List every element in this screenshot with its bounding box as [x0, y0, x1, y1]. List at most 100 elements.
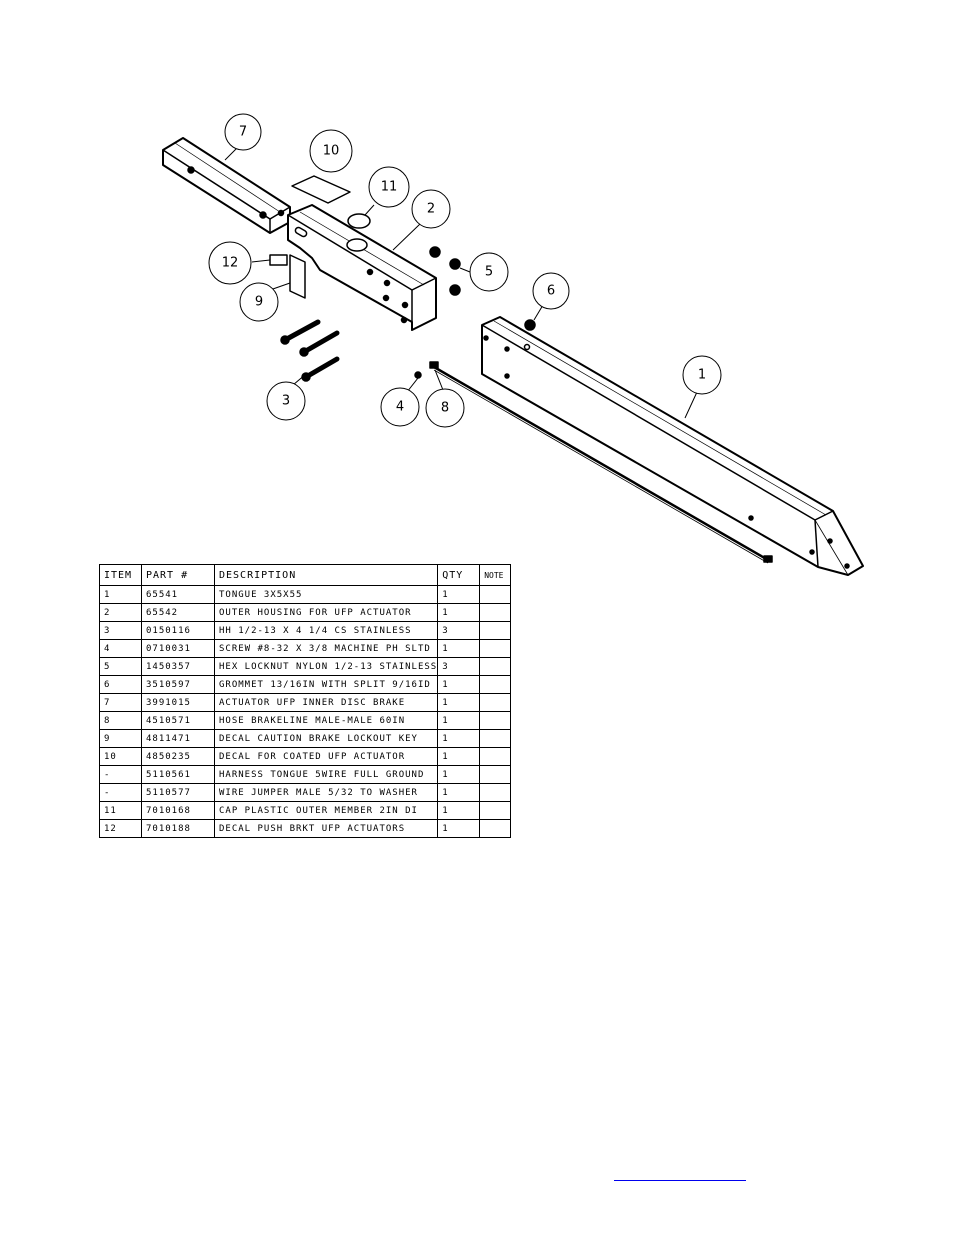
bom-cell-part: 0710031 — [141, 639, 215, 658]
part-7-actuator-inner — [162, 137, 291, 234]
bom-header-item: ITEM — [99, 564, 142, 586]
bom-cell-note — [479, 603, 512, 622]
part-3-bolts — [280, 319, 340, 382]
bom-cell-item: 1 — [99, 585, 142, 604]
bom-cell-part: 7010168 — [141, 801, 215, 820]
balloon-7-label: 7 — [239, 125, 247, 140]
part-4-screw — [414, 371, 422, 379]
bom-cell-qty: 1 — [437, 729, 481, 748]
bom-cell-qty: 1 — [437, 693, 481, 712]
balloon-10-label: 10 — [323, 144, 340, 159]
bom-cell-item: 6 — [99, 675, 142, 694]
bom-cell-item: - — [99, 783, 142, 802]
balloon-3-label: 3 — [282, 394, 290, 409]
balloon-7 — [224, 113, 262, 151]
bom-cell-qty: 1 — [437, 747, 481, 766]
bom-cell-qty: 1 — [437, 783, 481, 802]
bom-cell-note — [479, 819, 512, 838]
bom-cell-note — [479, 585, 512, 604]
bom-cell-note — [479, 657, 512, 676]
bom-cell-note — [479, 765, 512, 784]
bom-cell-note — [479, 801, 512, 820]
bom-cell-description: ACTUATOR UFP INNER DISC BRAKE — [213, 693, 439, 712]
balloon-9-label: 9 — [255, 295, 263, 310]
balloon-2 — [411, 189, 451, 229]
bom-cell-item: 3 — [99, 621, 142, 640]
balloon-9 — [239, 282, 279, 322]
balloon-3 — [266, 381, 306, 421]
bom-cell-note — [479, 639, 512, 658]
bom-cell-description: DECAL PUSH BRKT UFP ACTUATORS — [213, 819, 439, 838]
bom-cell-description: DECAL CAUTION BRAKE LOCKOUT KEY — [213, 729, 439, 748]
bom-header-description: DESCRIPTION — [213, 564, 439, 586]
bom-cell-item: 4 — [99, 639, 142, 658]
bom-cell-description: CAP PLASTIC OUTER MEMBER 2IN DI — [213, 801, 439, 820]
bom-cell-note — [479, 783, 512, 802]
bom-cell-part: 4811471 — [141, 729, 215, 748]
bom-cell-item: 11 — [99, 801, 142, 820]
part-12-decal — [269, 254, 288, 266]
balloon-5-label: 5 — [485, 265, 493, 280]
bom-cell-description: TONGUE 3X5X55 — [213, 585, 439, 604]
bom-cell-note — [479, 711, 512, 730]
bom-cell-qty: 1 — [437, 585, 481, 604]
bom-cell-qty: 1 — [437, 765, 481, 784]
bom-cell-part: 4850235 — [141, 747, 215, 766]
balloon-8-label: 8 — [441, 401, 449, 416]
balloon-1 — [682, 355, 722, 395]
balloon-4 — [380, 387, 420, 427]
part-2-outer-housing — [287, 204, 437, 331]
balloon-5 — [469, 252, 509, 292]
balloon-6 — [532, 272, 570, 310]
balloon-12-label: 12 — [222, 256, 239, 271]
bom-cell-part: 3991015 — [141, 693, 215, 712]
footer-link[interactable] — [614, 1168, 746, 1181]
balloon-12 — [208, 241, 252, 285]
bom-cell-item: 12 — [99, 819, 142, 838]
bom-cell-qty: 3 — [437, 621, 481, 640]
part-1-tongue — [481, 316, 864, 576]
part-9-decal — [289, 254, 306, 299]
bom-cell-part: 4510571 — [141, 711, 215, 730]
bom-cell-description: HEX LOCKNUT NYLON 1/2-13 STAINLESS — [213, 657, 439, 676]
bom-cell-note — [479, 693, 512, 712]
part-6-grommet — [524, 319, 536, 331]
bom-cell-note — [479, 729, 512, 748]
bom-cell-description: HARNESS TONGUE 5WIRE FULL GROUND — [213, 765, 439, 784]
bom-cell-description: OUTER HOUSING FOR UFP ACTUATOR — [213, 603, 439, 622]
bom-cell-item: 2 — [99, 603, 142, 622]
balloon-6-label: 6 — [547, 284, 555, 299]
bom-cell-part: 1450357 — [141, 657, 215, 676]
bom-cell-note — [479, 675, 512, 694]
part-10-decal — [291, 175, 351, 204]
bom-header-note: NOTE — [479, 564, 512, 586]
bom-cell-item: 9 — [99, 729, 142, 748]
bom-cell-qty: 1 — [437, 603, 481, 622]
part-5-locknuts — [429, 246, 461, 296]
bom-cell-item: 8 — [99, 711, 142, 730]
bom-cell-qty: 1 — [437, 819, 481, 838]
bom-header-row: ITEM PART # DESCRIPTION QTY NOTE — [99, 564, 512, 586]
bom-header-part: PART # — [141, 564, 215, 586]
balloon-11 — [368, 166, 410, 208]
bom-cell-description: SCREW #8-32 X 3/8 MACHINE PH SLTD — [213, 639, 439, 658]
bom-cell-qty: 1 — [437, 639, 481, 658]
balloon-10 — [309, 129, 353, 173]
balloon-4-label: 4 — [396, 400, 404, 415]
bom-header-qty: QTY — [437, 564, 481, 586]
bom-cell-description: HH 1/2-13 X 4 1/4 CS STAINLESS — [213, 621, 439, 640]
bom-cell-item: 5 — [99, 657, 142, 676]
bom-cell-part: 5110561 — [141, 765, 215, 784]
bom-cell-qty: 1 — [437, 675, 481, 694]
